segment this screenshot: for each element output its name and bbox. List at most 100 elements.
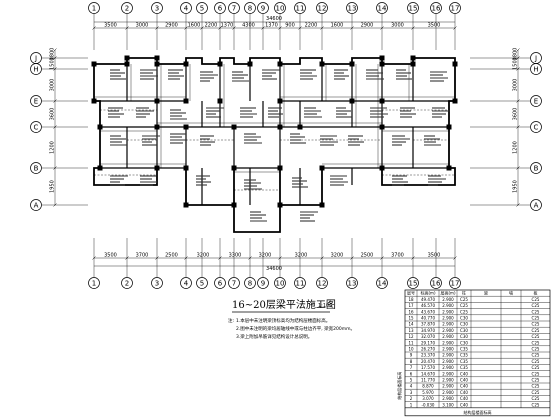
dim-right-3: 3600 [513,108,519,121]
table-cell: 2 [410,396,413,401]
svg-text:17: 17 [451,279,460,287]
table-header-cell: 柱 [462,290,466,296]
svg-text:7: 7 [232,4,236,12]
table-cell: 20.470 [421,359,435,364]
svg-text:B: B [34,164,39,172]
beam-label-block [206,107,224,118]
table-cell: C25 [532,371,540,376]
grid-bubble-top-2: 2 [121,2,133,14]
svg-text:14: 14 [378,4,387,12]
grid-bubble-right-E: E [530,95,542,107]
svg-text:15: 15 [409,4,418,12]
svg-text:3: 3 [155,279,159,287]
svg-text:E: E [34,97,38,105]
beam-label-block [348,135,364,146]
grid-bubble-top-5: 5 [196,2,208,14]
svg-text:16: 16 [432,4,441,12]
grid-bubble-left-J: J [30,52,42,64]
table-cell: 10 [408,347,414,352]
table-cell: C35 [460,353,468,358]
table-cell: 2.900 [442,334,454,339]
dim-top-7: 1370 [265,23,278,29]
table-header-cell: 层号 [407,290,415,296]
grid-bubble-top-12: 12 [316,2,328,14]
dim-bottom-6: 3200 [295,253,308,259]
table-cell: 2.900 [442,384,454,389]
beam-label-block [330,175,348,186]
beam-label-block [304,107,322,118]
grid-bubble-bottom-4: 4 [180,277,192,289]
svg-text:17: 17 [451,4,460,12]
dim-right-1: 1500 [513,57,519,70]
svg-text:6: 6 [218,279,223,287]
svg-text:11: 11 [296,279,305,287]
svg-text:8: 8 [248,4,252,12]
grid-bubble-left-H: H [30,63,42,75]
table-cell: 6 [410,371,413,376]
grid-bubble-right-A: A [530,199,542,211]
grid-bubble-bottom-2: 2 [121,277,133,289]
grid-bubble-left-E: E [30,95,42,107]
table-cell: 16 [408,309,414,314]
grid-bubble-bottom-5: 5 [196,277,208,289]
svg-text:14: 14 [378,279,387,287]
table-cell: 2.900 [442,396,454,401]
grid-bubble-top-11: 11 [294,2,306,14]
grid-bubble-bottom-9: 9 [257,277,269,289]
dim-bottom-9: 3700 [391,253,404,259]
beam-label-block [292,177,308,188]
svg-text:A: A [534,201,539,209]
dim-bottom-0: 3500 [104,253,117,259]
dim-left-5: 1950 [50,180,56,193]
dim-top-8: 900 [285,23,295,29]
dim-bottom-5: 3200 [259,253,272,259]
beam-label-block [300,69,317,80]
grid-bubble-bottom-12: 12 [316,277,328,289]
table-cell: 2.900 [442,322,454,327]
overall-dim-top: 34600 [266,16,282,22]
beam-label-block [140,69,158,80]
table-cell: 12 [408,334,414,339]
table-cell: 15 [408,316,414,321]
table-cell: 3.100 [442,402,454,407]
table-footer: 结构层楼面标高 [464,409,492,415]
table-cell: 14.670 [421,371,435,376]
grid-bubble-left-C: C [30,121,42,133]
dim-right-4: 1200 [513,141,519,154]
table-cell: C25 [532,340,540,345]
table-header-cell: 墙 [509,290,513,296]
table-cell: 2.900 [442,340,454,345]
svg-text:13: 13 [348,279,357,287]
svg-text:C: C [34,123,39,131]
svg-text:11: 11 [296,4,305,12]
svg-text:5: 5 [200,4,204,12]
grid-bubble-top-1: 1 [88,2,100,14]
table-cell: 34.970 [421,328,435,333]
dim-top-6: 4300 [242,23,255,29]
svg-text:E: E [534,97,538,105]
dim-bottom-4: 3300 [229,253,242,259]
beam-label-block [196,175,211,186]
table-cell: 9 [410,353,413,358]
table-cell: 13 [408,328,414,333]
table-cell: 2.900 [442,359,454,364]
table-cell: 17.570 [421,365,435,370]
table-cell: 8 [410,359,413,364]
beam-label-block [170,133,187,144]
table-cell: 40.770 [421,316,435,321]
dim-left-4: 1200 [50,141,56,154]
dim-left-0: 1800 [50,48,56,61]
dim-top-0: 3500 [104,23,117,29]
svg-text:5: 5 [200,279,204,287]
table-cell: 2.900 [442,303,454,308]
table-cell: C35 [460,347,468,352]
grid-bubble-bottom-14: 14 [376,277,388,289]
beam-label-block [200,71,218,82]
beam-label-block [300,211,318,222]
dim-top-13: 3500 [428,23,441,29]
grid-bubble-top-8: 8 [244,2,256,14]
grid-bubble-top-6: 6 [214,2,226,14]
svg-text:2: 2 [125,4,129,12]
